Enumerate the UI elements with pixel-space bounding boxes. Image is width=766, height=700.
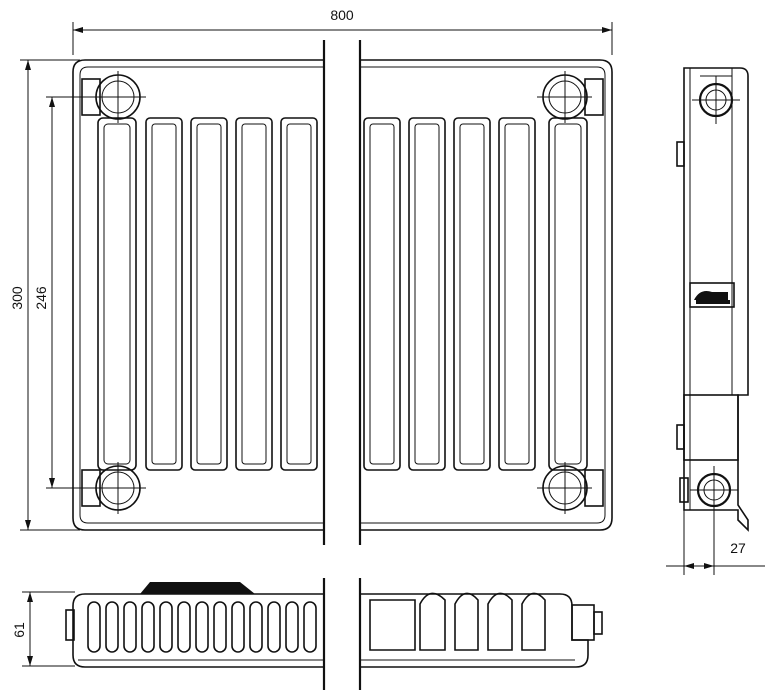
inner-height-dimension-label: 246 — [33, 286, 49, 310]
depth-dimension-label: 61 — [11, 622, 27, 638]
width-dimension: 800 — [72, 7, 613, 55]
fins-left — [87, 601, 317, 653]
connection-bottom-left — [81, 462, 146, 514]
panel-group-right — [363, 117, 536, 471]
side-bottom-fitting — [679, 466, 738, 514]
connection-top-left — [81, 71, 146, 123]
connection-top-right — [537, 71, 604, 123]
side-top-fitting — [692, 75, 740, 124]
panel-group-left — [145, 117, 318, 471]
mounting-bracket — [689, 282, 735, 308]
width-dimension-label: 800 — [330, 7, 354, 23]
bottom-view: 61 — [11, 578, 603, 690]
break-line — [322, 40, 362, 545]
height-dimension: 300 — [9, 59, 80, 531]
inner-height-dimension: 246 — [33, 96, 110, 489]
front-view — [72, 40, 613, 545]
connection-bottom-right — [537, 462, 604, 514]
offset-dimension: 27 — [666, 510, 765, 575]
height-dimension-label: 300 — [9, 286, 25, 310]
side-view: 27 — [666, 67, 765, 575]
depth-dimension: 61 — [11, 591, 75, 667]
fins-right — [419, 592, 546, 651]
offset-dimension-label: 27 — [730, 540, 746, 556]
